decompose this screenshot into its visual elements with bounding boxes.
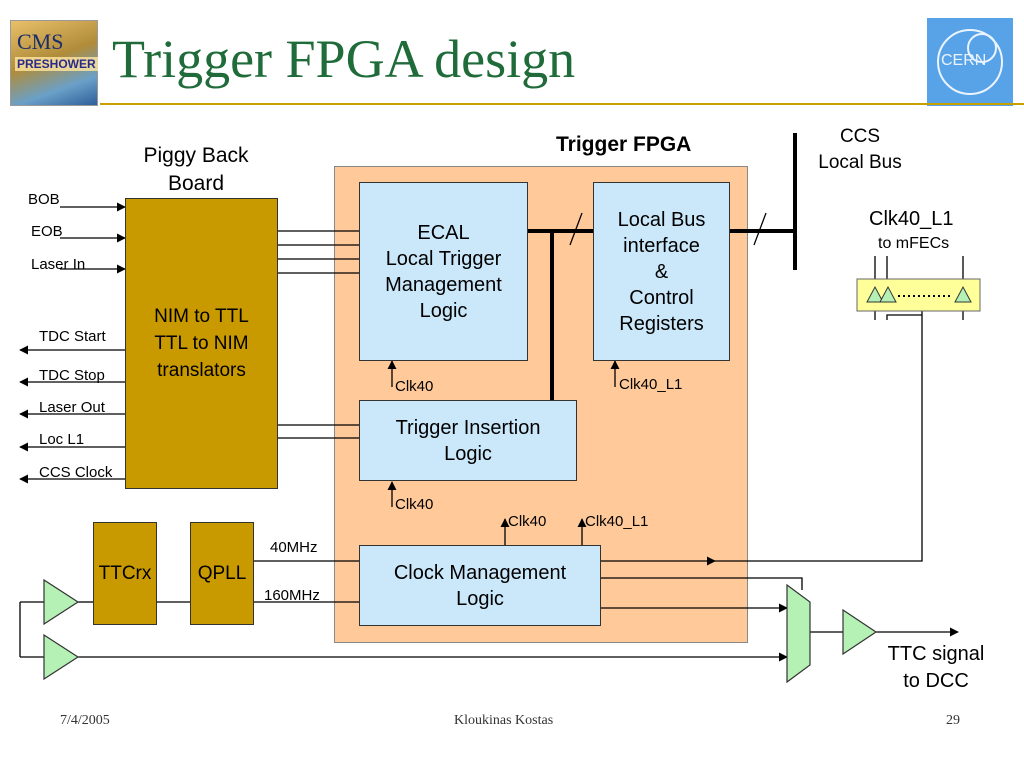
qpll-block: QPLL (190, 522, 254, 625)
insertion-clock-label: Clk40 (395, 496, 434, 513)
cms-logo-text: CMS (17, 29, 64, 54)
freq-160mhz-label: 160MHz (264, 587, 320, 604)
output-label-loc-l1: Loc L1 (39, 431, 85, 448)
cern-rings-icon (937, 29, 1003, 95)
output-label-tdc-stop: TDC Stop (39, 367, 105, 384)
localbus-clock-label: Clk40_L1 (619, 376, 683, 393)
nim-ttl-translators-block: NIM to TTL TTL to NIM translators (125, 198, 278, 489)
output-label-ccs-clock: CCS Clock (39, 464, 113, 481)
freq-40mhz-label: 40MHz (270, 539, 318, 556)
ttcrx-block: TTCrx (93, 522, 157, 625)
footer-page-number: 29 (946, 713, 960, 728)
cm-clk40-l1-output-label: Clk40_L1 (585, 513, 649, 530)
output-label-laser-out: Laser Out (39, 399, 105, 416)
ttc-bypass-buffer-icon (43, 633, 80, 681)
slide-title: Trigger FPGA design (112, 29, 576, 89)
mfec-buffer-2-icon (879, 285, 897, 303)
fpga-label: Trigger FPGA (556, 133, 692, 156)
clock-management-block: Clock Management Logic (359, 545, 601, 626)
ttc-input-buffer-icon (43, 578, 80, 626)
cm-clk40-output-label: Clk40 (508, 513, 547, 530)
ccs-local-bus-label: CCS Local Bus (818, 126, 902, 173)
clk40-l1-mfec-label: Clk40_L1 (869, 208, 954, 230)
mfec-buffer-1-icon (866, 285, 884, 303)
cms-logo-subtext: PRESHOWER (15, 57, 98, 71)
ecal-local-trigger-block: ECAL Local Trigger Management Logic (359, 182, 528, 361)
output-label-tdc-start: TDC Start (39, 328, 106, 345)
ecal-clock-label: Clk40 (395, 378, 434, 395)
footer-date: 7/4/2005 (60, 713, 110, 728)
cms-preshower-logo: CMS PRESHOWER (10, 20, 98, 106)
cern-logo: CERN (927, 18, 1013, 106)
piggy-back-label: Piggy Back Board (143, 144, 249, 195)
ttc-multiplexer-icon (786, 583, 811, 684)
to-mfecs-label: to mFECs (878, 235, 950, 252)
local-bus-interface-block: Local Bus interface & Control Registers (593, 182, 730, 361)
mfec-buffer-3-icon (954, 285, 972, 303)
title-divider (100, 103, 1024, 105)
ttc-output-driver-icon (842, 608, 878, 656)
ttc-signal-label: TTC signal to DCC (887, 643, 985, 692)
input-label-laser-in: Laser In (31, 256, 86, 273)
trigger-insertion-block: Trigger Insertion Logic (359, 400, 577, 481)
cern-logo-text: CERN (941, 52, 987, 69)
input-label-eob: EOB (31, 223, 63, 240)
input-label-bob: BOB (28, 191, 60, 208)
footer-author: Kloukinas Kostas (454, 713, 554, 728)
